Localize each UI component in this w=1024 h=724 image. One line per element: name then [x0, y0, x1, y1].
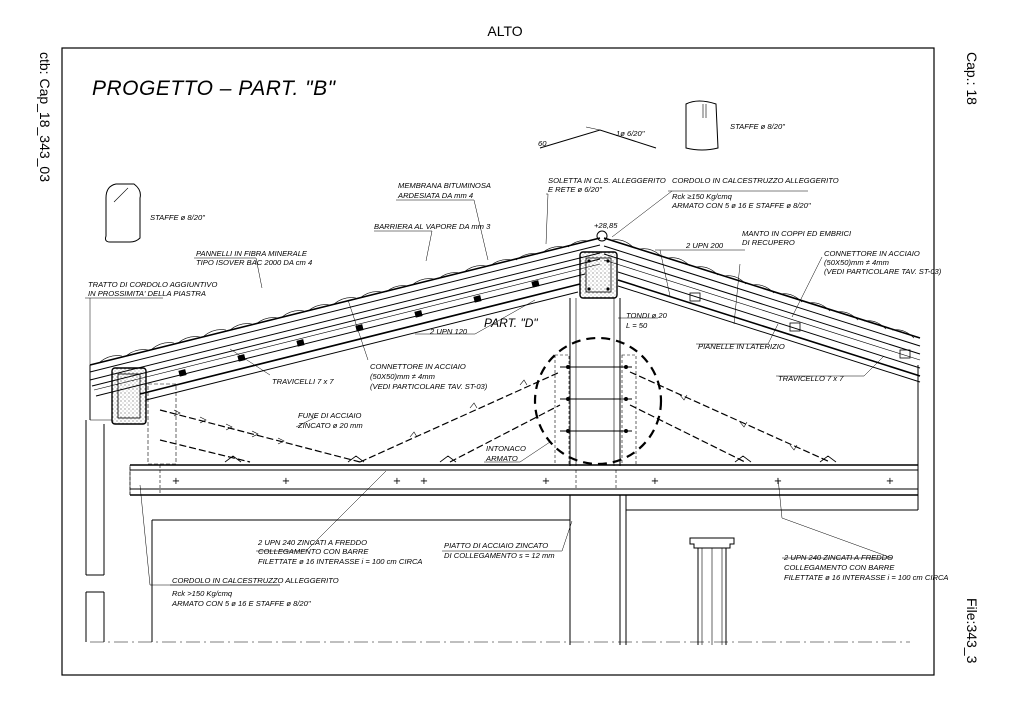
steel-cables [159, 371, 837, 463]
label-connettore-right-1: CONNETTORE IN ACCIAIO [824, 249, 920, 258]
label-pannelli-1: PANNELLI IN FIBRA MINERALE [196, 249, 308, 258]
label-travicello: TRAVICELLO 7 x 7 [778, 374, 844, 383]
svg-text:+: + [420, 476, 428, 487]
label-bend-length: 60 [538, 139, 547, 148]
label-piatto-2: DI COLLEGAMENTO s = 12 mm [444, 551, 555, 560]
margin-left-label: ctb: Cap_18_343_03 [37, 52, 53, 182]
ridge-beam [579, 251, 618, 299]
svg-text:+: + [282, 476, 290, 487]
label-upn240-left-1: 2 UPN 240 ZINCATI A FREDDO [257, 538, 367, 547]
label-tratto-1: TRATTO DI CORDOLO AGGIUNTIVO [88, 280, 217, 289]
label-soletta-2: E RETE ø 6/20" [548, 185, 602, 194]
label-tratto-2: IN PROSSIMITA' DELLA PIASTRA [88, 289, 206, 298]
label-tondi-1: TONDI ø 20 [626, 311, 668, 320]
central-wall [554, 298, 637, 466]
label-connettore-left-3: (VEDI PARTICOLARE TAV. ST-03) [370, 382, 488, 391]
label-pianelle: PIANELLE IN LATERIZIO [698, 342, 785, 351]
label-upn240-right-1: 2 UPN 240 ZINCATI A FREDDO [783, 553, 893, 562]
svg-text:+: + [886, 476, 894, 487]
label-part-d: PART. "D" [484, 316, 538, 330]
label-membrana-1: MEMBRANA BITUMINOSA [398, 181, 491, 190]
label-manto-1: MANTO IN COPPI ED EMBRICI [742, 229, 852, 238]
label-cordolo-top-1: CORDOLO IN CALCESTRUZZO ALLEGGERITO [672, 176, 839, 185]
margin-right-top-label: Cap.: 18 [964, 52, 980, 105]
label-connettore-left-1: CONNETTORE IN ACCIAIO [370, 362, 466, 371]
label-barriera: BARRIERA AL VAPORE DA mm 3 [374, 222, 491, 231]
label-cordolo-bottom-1: CORDOLO IN CALCESTRUZZO ALLEGGERITO [172, 576, 339, 585]
svg-text:+: + [774, 476, 782, 487]
svg-text:+: + [172, 476, 180, 487]
label-upn120: 2 UPN 120 [429, 327, 468, 336]
leader-lines [85, 126, 893, 586]
floor-beam: + + + + + + + + [129, 464, 918, 496]
roof-structure [89, 230, 921, 401]
label-connettore-right-3: (VEDI PARTICOLARE TAV. ST-03) [824, 267, 942, 276]
label-upn240-left-2: COLLEGAMENTO CON BARRE [258, 547, 369, 556]
margin-top-label: ALTO [487, 23, 522, 39]
label-travicelli: TRAVICELLI 7 x 7 [272, 377, 334, 386]
svg-text:+: + [393, 476, 401, 487]
label-elevation: +28,85 [594, 221, 618, 230]
label-pannelli-2: TIPO ISOVER BAC 2000 DA cm 4 [196, 258, 312, 267]
label-staffe-left: STAFFE ø 8/20" [150, 213, 205, 222]
label-connettore-right-2: (50X50)mm ≠ 4mm [824, 258, 889, 267]
eaves-beam [89, 365, 177, 465]
margin-right-bottom-label: File:343_3 [964, 598, 980, 664]
svg-text:+: + [651, 476, 659, 487]
label-piatto-1: PIATTO DI ACCIAIO ZINCATO [444, 541, 548, 550]
label-cordolo-top-3: ARMATO CON 5 ø 16 E STAFFE ø 8/20" [671, 201, 811, 210]
detail-circle [533, 336, 663, 466]
label-connettore-left-2: (50X50)mm ≠ 4mm [370, 372, 435, 381]
label-upn240-right-2: COLLEGAMENTO CON BARRE [784, 563, 895, 572]
svg-text:+: + [542, 476, 550, 487]
label-upn240-left-3: FILETTATE ø 16 INTERASSE i = 100 cm CIRC… [258, 557, 423, 566]
label-manto-2: DI RECUPERO [742, 238, 795, 247]
label-upn240-right-3: FILETTATE ø 16 INTERASSE i = 100 cm CIRC… [784, 573, 949, 582]
label-bend-spec: 1ø 6/20" [616, 129, 645, 138]
label-cordolo-bottom-2: Rck >150 Kg/cmq [172, 589, 233, 598]
label-upn200: 2 UPN 200 [685, 241, 724, 250]
drawing-frame [61, 47, 935, 676]
label-cordolo-bottom-3: ARMATO CON 5 ø 16 E STAFFE ø 8/20" [171, 599, 311, 608]
label-cordolo-top-2: Rck ≥150 Kg/cmq [672, 192, 733, 201]
drawing-title: PROGETTO – PART. "B" [92, 77, 337, 100]
label-staffe-top: STAFFE ø 8/20" [730, 122, 785, 131]
label-intonaco-1: INTONACO [486, 444, 526, 453]
label-soletta-1: SOLETTA IN CLS. ALLEGGERITO [548, 176, 666, 185]
label-intonaco-2: ARMATO [485, 454, 518, 463]
label-fune-1: FUNE DI ACCIAIO [298, 411, 362, 420]
lower-structure [85, 365, 919, 645]
label-tondi-2: L = 50 [626, 321, 648, 330]
label-membrana-2: ARDESIATA DA mm 4 [397, 191, 473, 200]
label-fune-2: ZINCATO ø 20 mm [297, 421, 363, 430]
